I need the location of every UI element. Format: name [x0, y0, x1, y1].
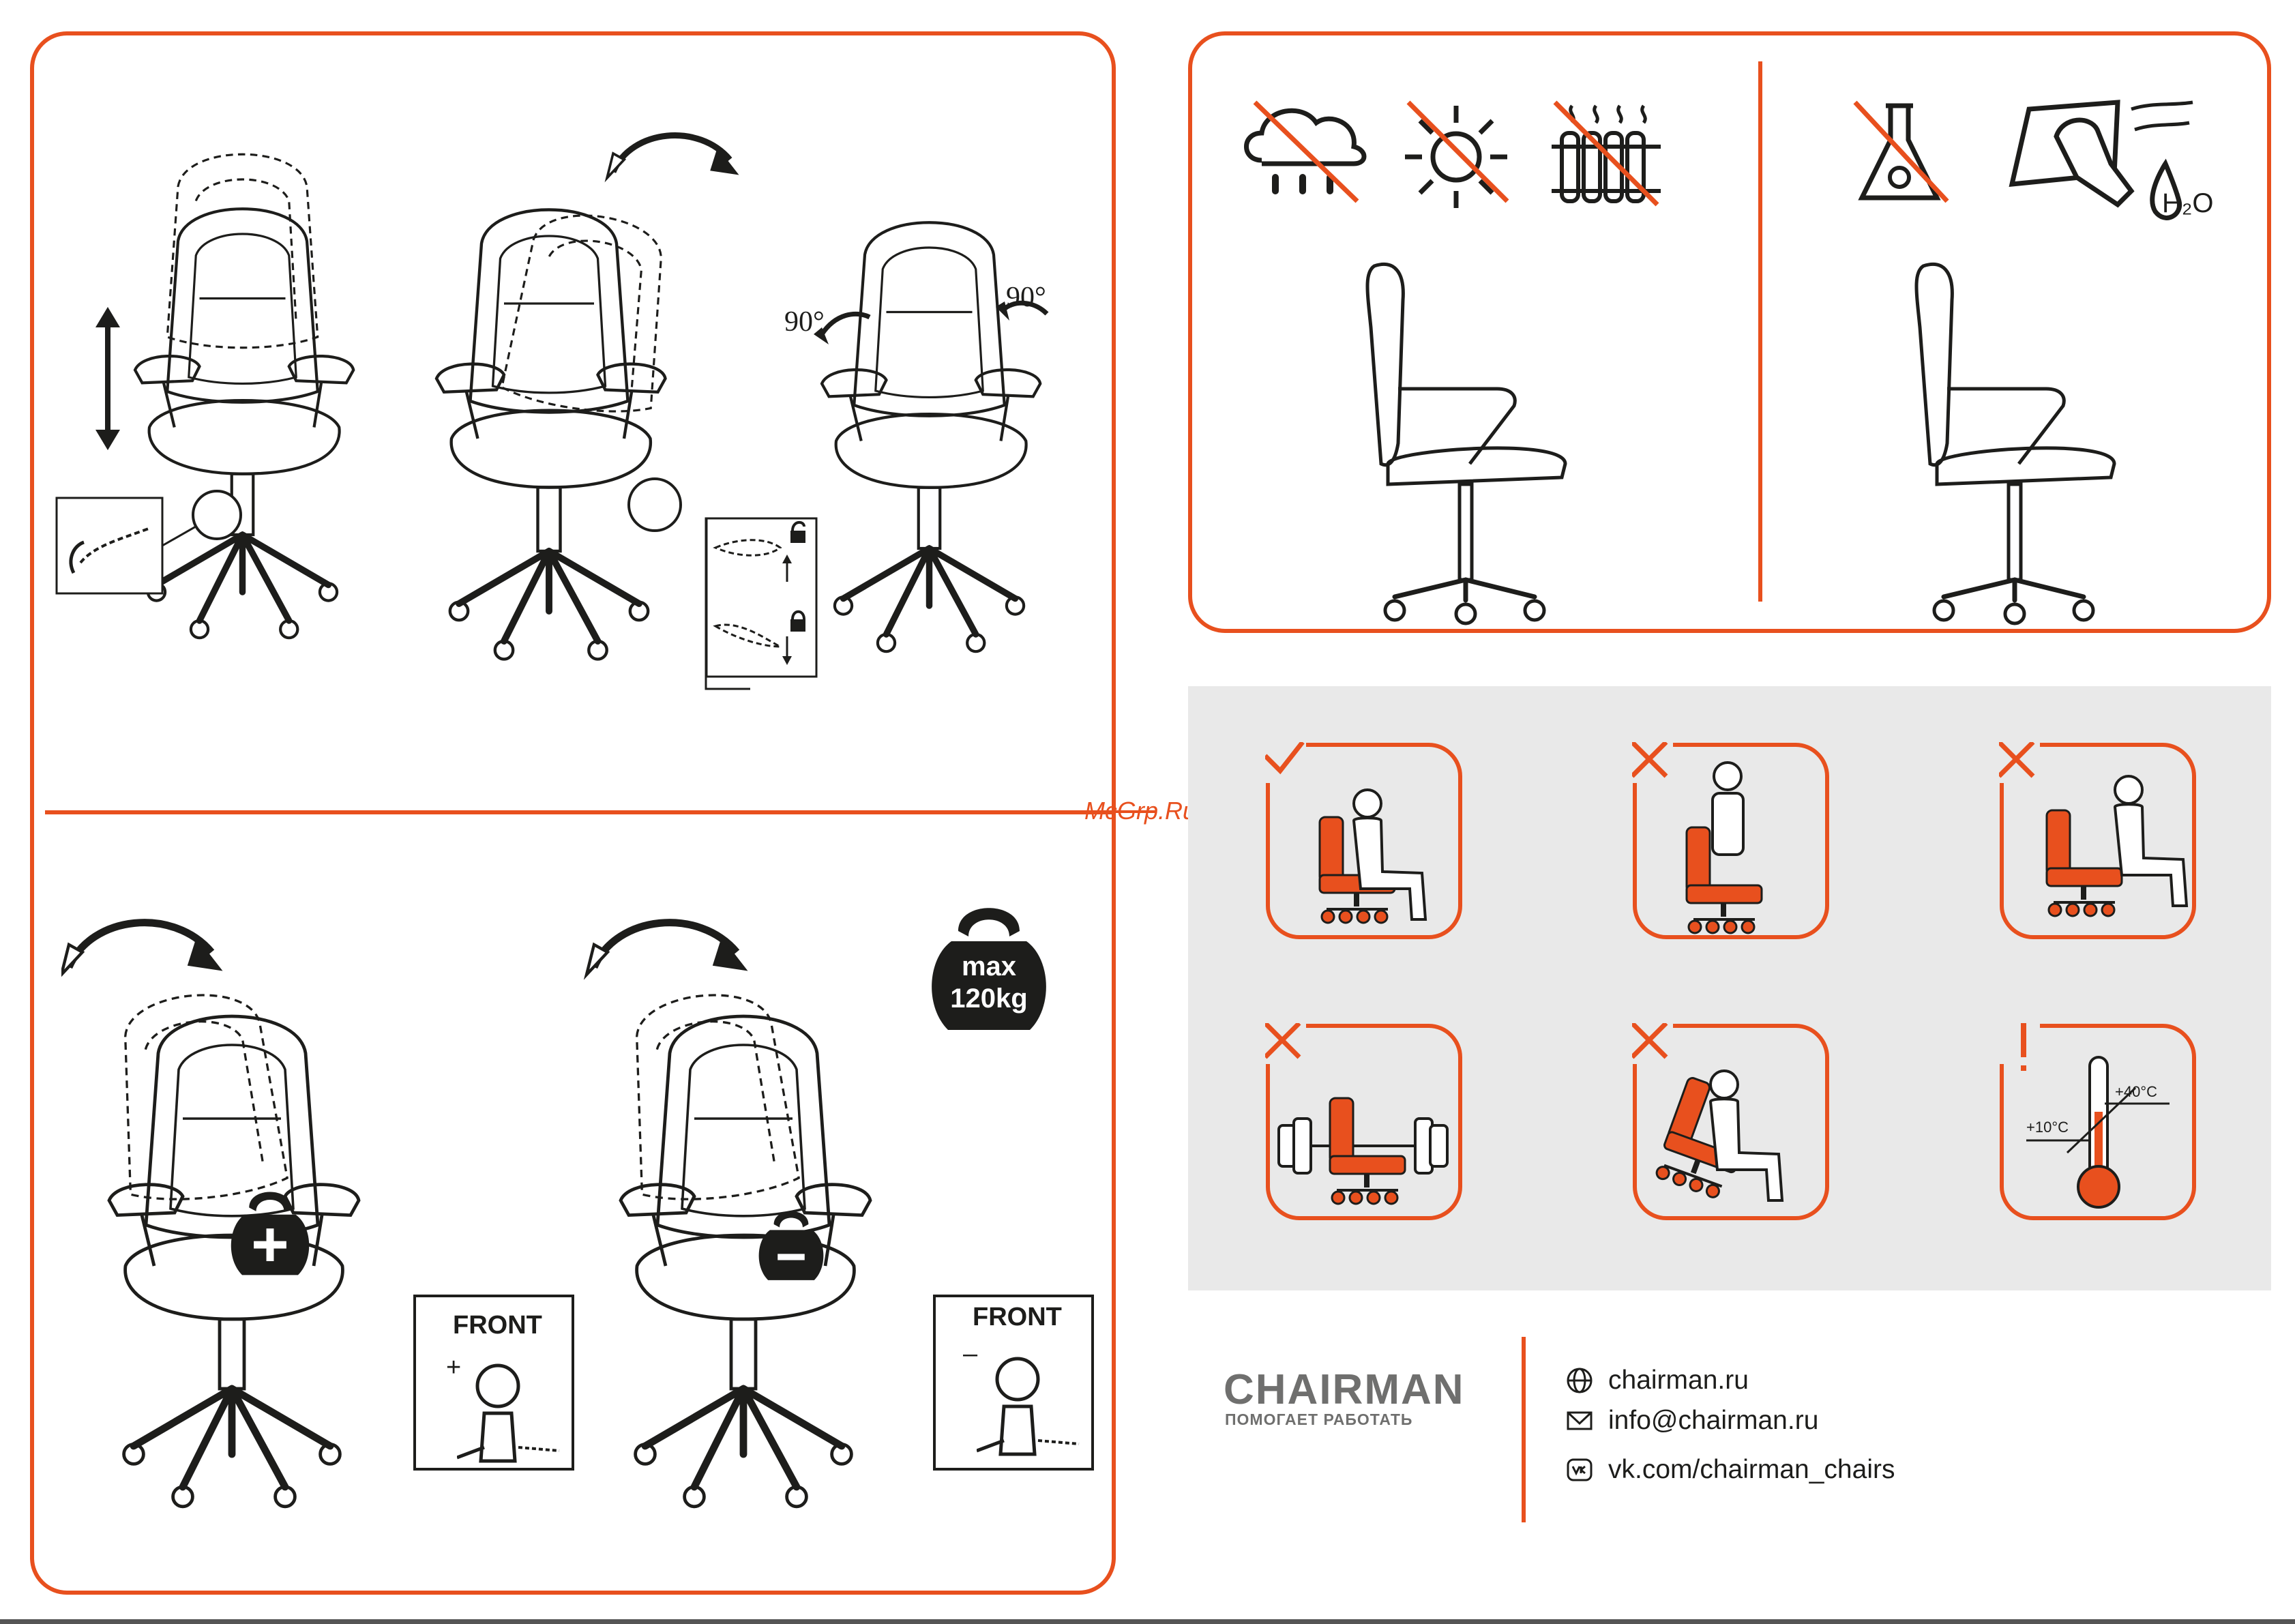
no-rain-icon — [1241, 99, 1371, 208]
tilt-sign: – — [963, 1340, 977, 1369]
backrest-tilt-illustration — [423, 123, 750, 696]
card-no-feet-on-seat — [1999, 742, 2195, 939]
tilt-knob-icon — [457, 1345, 573, 1468]
contact-website[interactable]: chairman.ru — [1566, 1363, 1749, 1398]
angle-label-left: 90° — [784, 306, 825, 338]
temp-high-label: +40°C — [2115, 1083, 2157, 1101]
no-heater-icon — [1548, 95, 1671, 211]
contacts-divider — [1522, 1337, 1526, 1522]
kettlebell-minus-icon — [758, 1207, 824, 1284]
care-chair-left — [1361, 259, 1579, 628]
contact-email[interactable]: info@chairman.ru — [1566, 1404, 1818, 1438]
vk-icon — [1566, 1456, 1593, 1483]
angle-label-right: 90° — [1006, 281, 1046, 314]
card-correct-sitting — [1265, 742, 1462, 939]
care-chair-right — [1910, 259, 2128, 628]
panel-divider — [45, 810, 1116, 814]
tilt-mechanism-inset-minus: FRONT – — [933, 1295, 1094, 1471]
contact-vk[interactable]: vk.com/chairman_chairs — [1566, 1453, 1895, 1487]
tension-decrease-illustration — [573, 907, 928, 1535]
kettlebell-plus-icon — [231, 1185, 310, 1281]
email-link[interactable]: info@chairman.ru — [1608, 1406, 1818, 1436]
armrest-flip-illustration — [801, 198, 1088, 696]
mail-icon — [1566, 1407, 1593, 1434]
card-temperature: +10°C +40°C — [1999, 1023, 2195, 1220]
front-label: FRONT — [453, 1311, 542, 1340]
website-link[interactable]: chairman.ru — [1608, 1365, 1749, 1396]
watermark: McGrp.Ru — [1084, 797, 1196, 825]
height-adjust-illustration — [53, 136, 408, 696]
vk-link[interactable]: vk.com/chairman_chairs — [1608, 1455, 1895, 1485]
card-no-standing — [1632, 742, 1828, 939]
card-no-rocking — [1632, 1023, 1828, 1220]
max-weight-value: 120kg — [938, 984, 1040, 1014]
tilt-mechanism-inset-plus: FRONT + — [413, 1295, 574, 1471]
globe-icon — [1566, 1367, 1593, 1394]
front-label: FRONT — [973, 1303, 1062, 1332]
tilt-knob-icon — [977, 1338, 1093, 1461]
no-chemicals-icon — [1848, 99, 1951, 211]
max-weight-label: max — [953, 951, 1024, 982]
no-sun-icon — [1398, 99, 1514, 215]
care-divider — [1758, 61, 1762, 602]
brand-tagline: ПОМОГАЕТ РАБОТАТЬ — [1225, 1411, 1412, 1429]
page-bottom-rule — [0, 1619, 2295, 1624]
h2o-label: H₂O — [2162, 188, 2214, 219]
card-no-lifting — [1265, 1023, 1462, 1220]
temp-low-label: +10°C — [2026, 1119, 2069, 1136]
brand-logo: CHAIRMAN — [1224, 1365, 1465, 1414]
